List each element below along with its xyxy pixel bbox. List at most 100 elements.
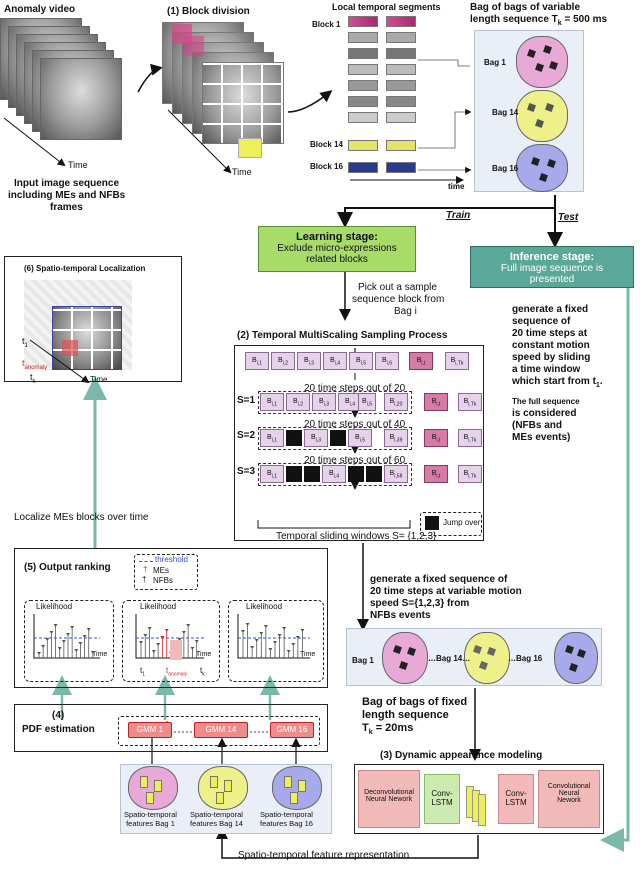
bag-label-16: Bag 16 — [492, 164, 519, 173]
pick-out-3: Bag i — [394, 306, 417, 317]
pick-out-1: Pick out a sample — [358, 282, 437, 293]
stem-cap — [139, 641, 143, 644]
stem-cap — [277, 634, 282, 637]
tmsp-row-0: Bi,1 Bi,2 Bi,3 Bi,4 Bi,5 Bi,6 Bi,t Bi,Tk — [245, 352, 481, 372]
gmm-1: GMM 1 — [128, 722, 172, 738]
time-small-1: Time — [92, 651, 108, 658]
stem-cap — [66, 633, 70, 636]
stem-cap — [74, 649, 79, 652]
mid-bag-1 — [382, 632, 428, 684]
bag-label-1: Bag 1 — [484, 58, 506, 67]
localization-panel — [4, 256, 182, 382]
block-division-title: (1) Block division — [167, 6, 250, 17]
likelihood-2: Likelihood — [140, 602, 177, 611]
dam-title: (3) Dynamic appearance modeling — [380, 750, 543, 761]
threshold-legend: threshold † MEs † NFBs — [134, 554, 198, 590]
stem-cap — [282, 627, 287, 630]
localization-title: (6) Spatio-temporal Localization — [24, 264, 146, 273]
pick-out-2: sequence block from — [352, 294, 445, 305]
stem-cap — [53, 624, 58, 627]
mid-bag-label-16: …Bag 16 — [508, 654, 543, 663]
video-time-label: Time — [68, 160, 88, 170]
bag-1 — [516, 36, 568, 88]
inference-stage-box: Inference stage: Full image sequence is … — [470, 246, 634, 288]
pdf-title-2: PDF estimation — [22, 724, 95, 735]
stem-cap — [181, 631, 186, 634]
localize-label: Localize MEs blocks over time — [14, 512, 149, 523]
likelihood-1: Likelihood — [36, 602, 73, 611]
time-small-3: Time — [300, 651, 316, 658]
bag-of-bags-title-1: Bag of bags of variable — [470, 2, 581, 13]
inference-line-2: presented — [529, 274, 575, 285]
gmm-16: GMM 16 — [270, 722, 314, 738]
generate-train-text: generate a fixed sequence of 20 time ste… — [370, 574, 522, 621]
output-ranking-title: (5) Output ranking — [24, 562, 111, 573]
test-label: Test — [558, 212, 579, 223]
gmm-14: GMM 14 — [194, 722, 248, 738]
stem-cap — [250, 646, 255, 649]
fixed-bag-text: Bag of bags of fixed length sequence Tk … — [362, 696, 468, 737]
anomaly-highlight — [62, 340, 78, 356]
stem-cap — [57, 647, 62, 650]
sliding-label: Temporal sliding windows S= {1,2,3} — [276, 531, 437, 542]
learning-title: Learning stage: — [296, 231, 378, 243]
stem-cap — [37, 652, 41, 655]
generate-test-text: generate a fixed sequence of 20 time ste… — [512, 304, 603, 443]
loc-tk: tk — [30, 372, 36, 385]
stem-cap — [254, 639, 259, 642]
gmm-group — [118, 716, 320, 746]
stem-cap — [156, 643, 161, 646]
stem-cap — [164, 629, 169, 632]
inference-title: Inference stage: — [509, 251, 595, 263]
stem-cap — [147, 627, 152, 630]
tmsp-row-s3: Bi,1 Bi,4 Bi,58 Bi,t Bi,Tk — [258, 463, 484, 486]
stem-cap — [86, 628, 91, 631]
bag-14 — [516, 90, 568, 142]
stem-cap — [186, 624, 191, 627]
plot-axes — [237, 614, 310, 659]
bag-of-bags-title-2: length sequence Tk = 500 ms — [470, 14, 608, 27]
likelihood-3: Likelihood — [246, 602, 283, 611]
convlstm-box-2: Conv-LSTM — [498, 774, 534, 824]
learning-line-1: Exclude micro-expressions — [277, 243, 397, 254]
stem-cap — [70, 626, 75, 629]
stem-cap — [151, 650, 156, 653]
stem-cap — [82, 635, 87, 638]
dam-panel — [354, 764, 604, 834]
segment-time-label: time — [448, 182, 465, 191]
tmsp-row-s2: Bi,1 Bi,3 Bi,5 Bi,39 Bi,t Bi,Tk — [258, 427, 484, 450]
loc-t1: t1 — [22, 336, 28, 349]
likelihood-plot-2 — [122, 600, 220, 682]
train-label: Train — [446, 210, 471, 221]
likelihood-plot-3 — [228, 600, 324, 682]
stem-cap — [263, 625, 268, 628]
output-ranking-panel — [14, 548, 328, 688]
input-caption-3: frames — [50, 202, 83, 213]
convlstm-box-1: Conv-LSTM — [424, 774, 460, 824]
steps-40: 20 time steps out of 40 — [304, 419, 406, 430]
feature-stack — [466, 786, 496, 826]
localization-face — [52, 306, 122, 370]
stem-cap — [61, 640, 66, 643]
jump-legend: Jump over — [420, 512, 482, 536]
stem-cap — [160, 636, 165, 639]
feature-repr-label: Spatio-temporal feature representation — [238, 850, 410, 861]
stem-cap — [291, 643, 296, 646]
s1-label: S=1 — [237, 395, 256, 406]
bag-16 — [516, 144, 568, 192]
loc-time: Time — [90, 375, 108, 384]
inference-line-1: Full image sequence is — [500, 263, 604, 274]
loc-tanomaly: tanomaly — [22, 358, 48, 371]
learning-stage-box: Learning stage: Exclude micro-expression… — [258, 226, 416, 272]
stem-cap — [259, 632, 264, 635]
stem-cap — [41, 645, 46, 648]
block-label-16: Block 16 — [310, 162, 343, 171]
anomaly-shade — [170, 640, 182, 660]
mid-bag-16 — [554, 632, 598, 684]
